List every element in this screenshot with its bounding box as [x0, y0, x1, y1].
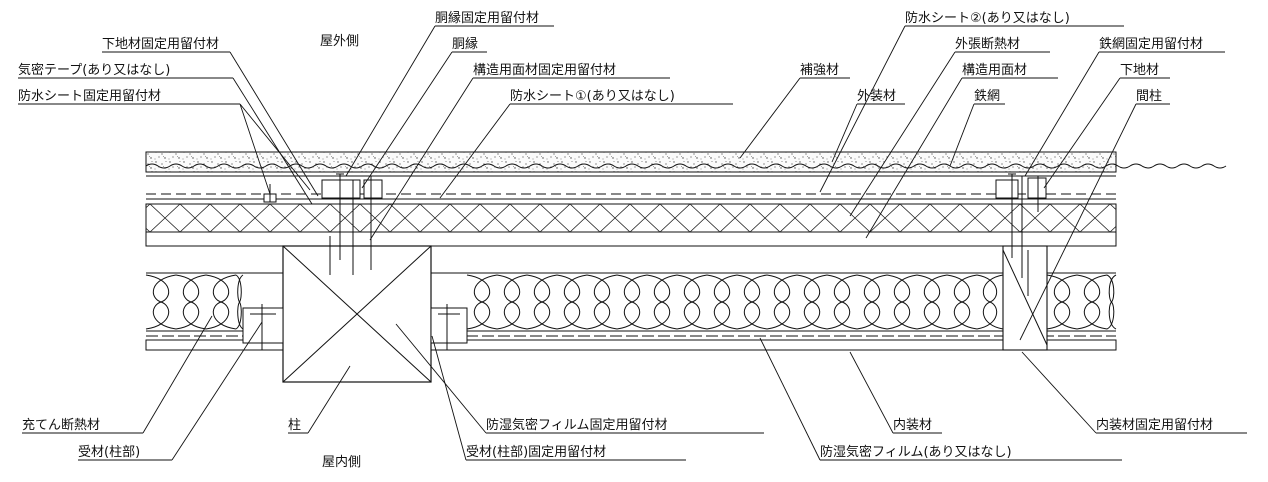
insulation-wave	[526, 274, 558, 330]
insulation-wave	[235, 274, 244, 330]
insulation-wave	[916, 274, 948, 330]
column	[242, 245, 468, 383]
label-tetsumo-fastener: 鉄網固定用留付材	[1099, 37, 1203, 52]
insulation-wave	[145, 274, 177, 330]
label-hokyo: 補強材	[800, 63, 839, 78]
label-dobuchi-fastener: 胴縁固定用留付材	[435, 10, 539, 26]
insulation-wave	[976, 274, 1004, 330]
structural-panel-layer	[145, 231, 1117, 247]
insulation-wave	[175, 274, 207, 330]
insulation-wave	[646, 274, 678, 330]
insulation-wave	[1076, 274, 1108, 330]
label-ukezai: 受材(柱部)	[78, 445, 140, 460]
label-bosui-sheet-2: 防水シート②(あり又はなし)	[905, 10, 1070, 26]
label-bosshitsu-fastener: 防湿気密フィルム固定用留付材	[486, 417, 667, 433]
label-bosui-sheet-fastener: 防水シート固定用留付材	[18, 88, 161, 104]
insulation-wave	[496, 274, 528, 330]
insulation-wave	[826, 274, 858, 330]
label-hashira: 柱	[288, 418, 301, 433]
insulation-wave	[556, 274, 588, 330]
exterior-finish-layer	[145, 151, 1117, 173]
label-shitaji: 下地材	[1120, 63, 1159, 78]
label-dobuchi: 胴縁	[452, 36, 478, 52]
insulation-wave	[796, 274, 828, 330]
label-naisou-fastener: 内装材固定用留付材	[1096, 417, 1213, 433]
label-mabashira: 間柱	[1136, 89, 1162, 104]
insulation-wave	[946, 274, 978, 330]
insulation-wave	[706, 274, 738, 330]
indoor-side-label: 屋内側	[322, 454, 361, 470]
label-kozo-fastener: 構造用面材固定用留付材	[473, 63, 616, 78]
insulation-wave	[205, 274, 237, 330]
wire-mesh-line	[145, 163, 1227, 169]
label-kozo-menzai: 構造用面材	[962, 63, 1027, 78]
fasteners	[261, 173, 1047, 350]
insulation-wave	[856, 274, 888, 330]
callouts-bottom: 充てん断熱材 受材(柱部) 柱 防湿気密フィルム固定用留付材 受材(柱部)固定用…	[22, 315, 1247, 461]
label-bosshitsu-film: 防湿気密フィルム(あり又はなし)	[820, 444, 1012, 460]
label-juten: 充てん断熱材	[22, 417, 100, 433]
insulation-wave	[1046, 274, 1078, 330]
stud	[1002, 245, 1048, 351]
cavity-insulation-pattern	[145, 274, 1117, 330]
insulation-wave	[736, 274, 768, 330]
exterior-insulation-layer	[145, 203, 1117, 233]
label-sotobari: 外張断熱材	[955, 37, 1020, 52]
insulation-wave	[616, 274, 648, 330]
insulation-wave	[586, 274, 618, 330]
label-ukezai-fastener: 受材(柱部)固定用留付材	[466, 445, 606, 460]
label-gaisou: 外装材	[857, 89, 896, 104]
interior-finish-layer	[145, 339, 1117, 351]
insulation-wave	[766, 274, 798, 330]
outdoor-side-label: 屋外側	[320, 34, 359, 49]
label-bosui-sheet-1: 防水シート①(あり又はなし)	[510, 88, 675, 104]
insulation-wave	[676, 274, 708, 330]
insulation-wave	[886, 274, 918, 330]
insulation-wave	[466, 274, 498, 330]
label-naisou: 内装材	[893, 417, 932, 433]
callouts-top: 胴縁固定用留付材 下地材固定用留付材 胴縁 気密テープ(あり又はなし) 構造用面…	[18, 10, 1225, 341]
column-receiver-right	[430, 307, 468, 344]
label-tetsumo: 鉄網	[974, 89, 1000, 104]
column-receiver-left	[242, 307, 284, 344]
label-kimitsu-tape: 気密テープ(あり又はなし)	[18, 62, 170, 78]
insulation-wave	[1106, 274, 1117, 330]
label-shitaji-fastener: 下地材固定用留付材	[102, 37, 219, 52]
